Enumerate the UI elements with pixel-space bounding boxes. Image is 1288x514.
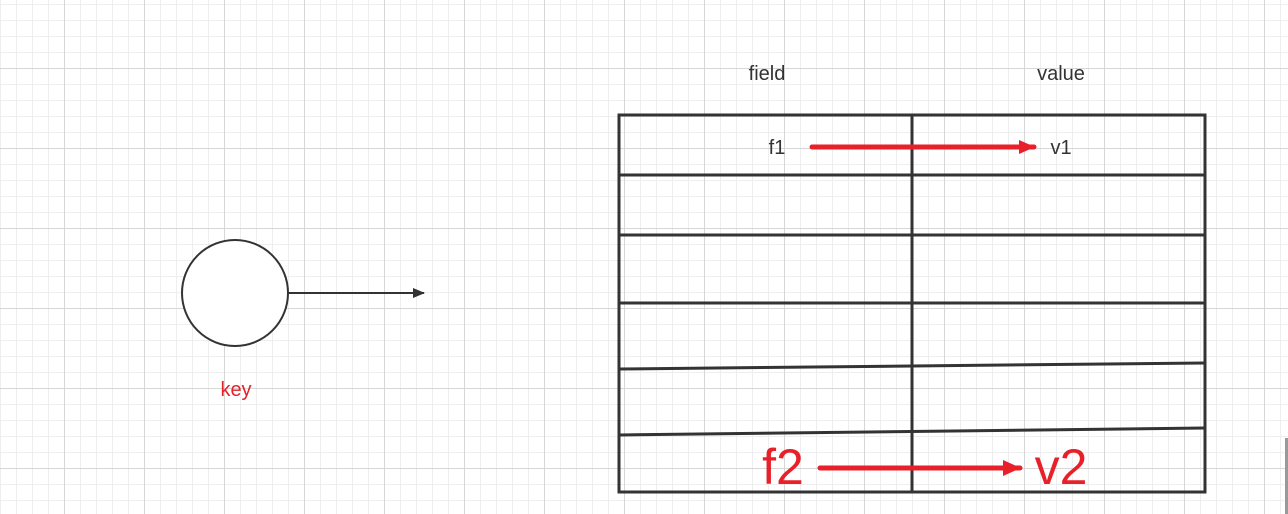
hash-table [617, 113, 1207, 494]
field-column-header: field [749, 63, 786, 85]
key-node-circle[interactable] [181, 239, 289, 347]
key-label: key [220, 379, 251, 401]
value-cell-v1: v1 [1050, 137, 1071, 159]
value-cell-v2: v2 [1035, 439, 1088, 495]
field-cell-f2: f2 [762, 439, 804, 495]
row-divider [618, 426, 1206, 437]
window-edge-shadow [1285, 438, 1288, 514]
field-cell-f1: f1 [769, 137, 786, 159]
value-column-header: value [1037, 63, 1085, 85]
row-divider [618, 361, 1206, 371]
